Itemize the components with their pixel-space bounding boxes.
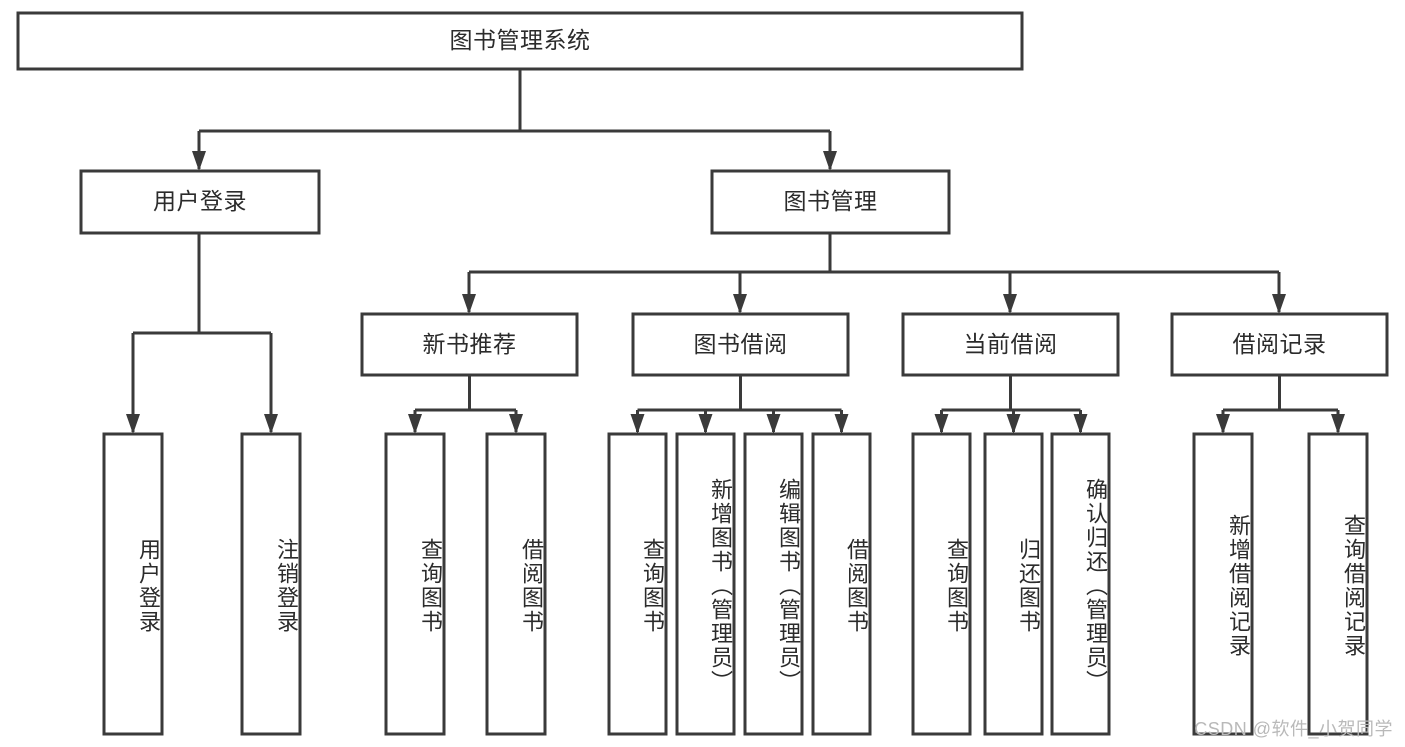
arrow-head-icon [934, 414, 949, 434]
arrow-head-icon [834, 414, 849, 434]
node-leaf-4[interactable] [607, 432, 668, 736]
arrow-head-icon [1073, 414, 1088, 434]
arrow-head-icon [630, 414, 645, 434]
node-leaf-12[interactable] [1307, 432, 1369, 736]
arrow-head-icon [823, 151, 837, 171]
arrow-head-icon [126, 414, 140, 434]
node-level2-0[interactable] [360, 312, 579, 377]
node-leaf-6[interactable] [743, 432, 804, 736]
node-level1-0[interactable] [79, 169, 321, 235]
node-leaf-0[interactable] [102, 432, 164, 736]
node-level2-2[interactable] [901, 312, 1120, 377]
node-leaf-1[interactable] [240, 432, 302, 736]
node-leaf-7[interactable] [811, 432, 872, 736]
arrow-head-icon [192, 151, 206, 171]
node-leaf-11[interactable] [1192, 432, 1254, 736]
arrow-head-icon [1003, 294, 1017, 314]
node-leaf-8[interactable] [911, 432, 972, 736]
arrow-head-icon [509, 414, 523, 434]
node-level1-1[interactable] [710, 169, 951, 235]
watermark-text: CSDN @软件_小贺同学 [1194, 719, 1393, 739]
node-root[interactable] [16, 11, 1024, 71]
arrow-head-icon [1331, 414, 1345, 434]
arrow-head-icon [408, 414, 422, 434]
node-leaf-2[interactable] [384, 432, 446, 736]
node-leaf-5[interactable] [675, 432, 736, 736]
node-leaf-9[interactable] [983, 432, 1044, 736]
arrow-head-icon [1272, 294, 1286, 314]
connectors-layer [126, 69, 1345, 434]
arrow-head-icon [766, 414, 781, 434]
arrow-head-icon [462, 294, 476, 314]
arrow-head-icon [698, 414, 713, 434]
node-level2-3[interactable] [1170, 312, 1389, 377]
arrow-head-icon [733, 294, 747, 314]
arrow-head-icon [264, 414, 278, 434]
node-level2-1[interactable] [631, 312, 850, 377]
arrow-head-icon [1006, 414, 1021, 434]
boxes-layer [16, 11, 1389, 736]
node-leaf-10[interactable] [1050, 432, 1111, 736]
node-leaf-3[interactable] [485, 432, 547, 736]
arrow-head-icon [1216, 414, 1230, 434]
